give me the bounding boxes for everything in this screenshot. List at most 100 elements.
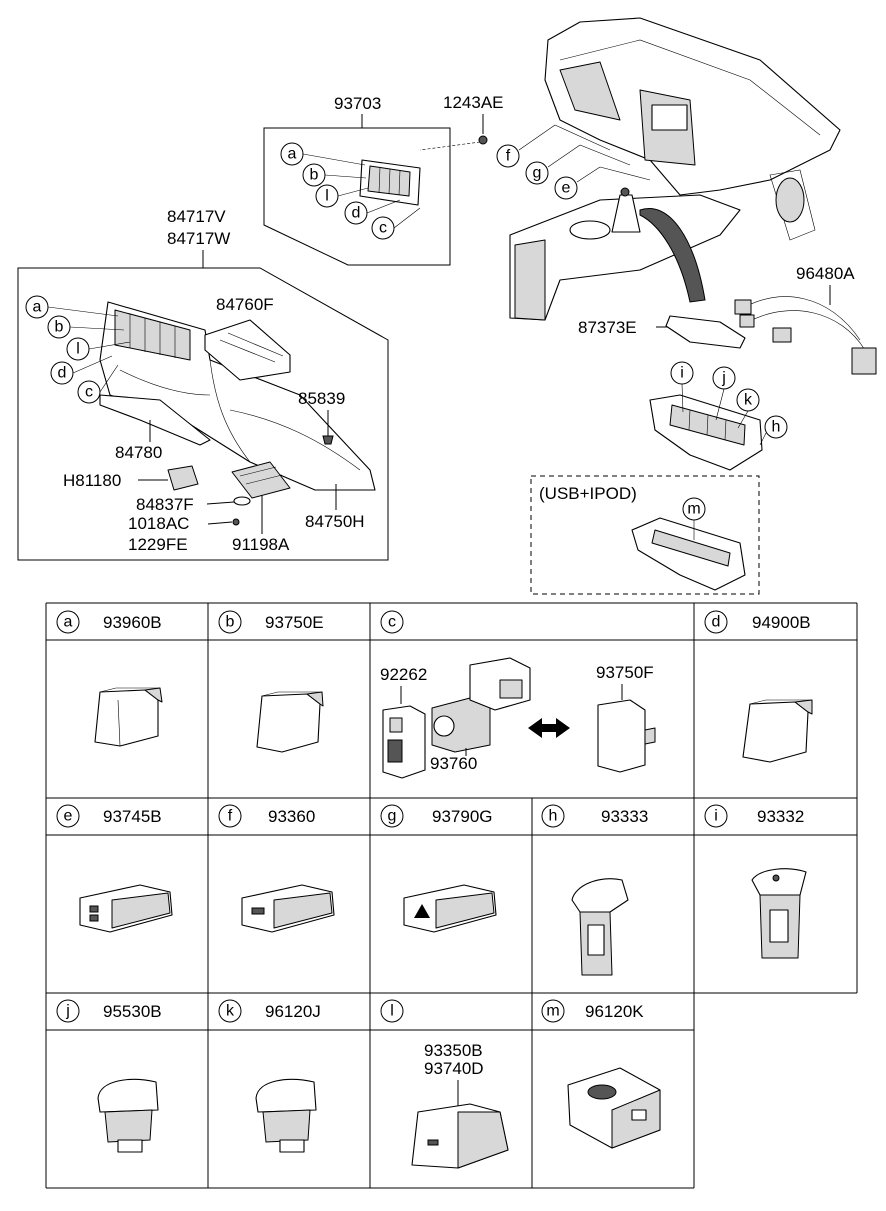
clip-84837F-icon [233, 496, 251, 506]
part-label-91198A: 91198A [232, 535, 290, 554]
switch-m-usb-icon [567, 1067, 661, 1149]
cell-f-part: 93360 [268, 807, 315, 826]
cell-c-letter: c [388, 614, 396, 631]
switch-e-icon [79, 884, 173, 933]
cell-a-part: 93960B [103, 613, 162, 632]
usb-ipod-variant: (USB+IPOD) m [530, 475, 760, 595]
cell-m-letter: m [546, 1003, 559, 1020]
callout-f [496, 144, 520, 168]
callout-i-letter: i [680, 365, 684, 382]
dashboard-icon [544, 17, 841, 196]
cell-b-part: 93750E [265, 613, 324, 632]
screw-small-icon [232, 518, 240, 526]
bracket-84760F-icon [204, 319, 291, 381]
part-label-84837F: 84837F [136, 495, 194, 514]
row1-headers: a 93960B b 93750E c d 94900B [56, 610, 811, 634]
cell-l-part-line2: 93740D [424, 1059, 484, 1078]
callout-c-letter: c [379, 220, 387, 237]
switch-i-icon [751, 868, 807, 959]
cell-k-letter: k [226, 1003, 235, 1020]
part-label-84780: 84780 [115, 443, 162, 462]
row1-art: 92262 93760 93750F [94, 657, 813, 779]
cell-h-letter: h [549, 808, 558, 825]
callout-g [525, 161, 549, 185]
switch-a-icon [94, 687, 163, 747]
switch-d-icon [742, 699, 813, 763]
callout-h [764, 415, 788, 439]
callout-a-letter: a [288, 146, 297, 163]
dashboard-console-art: f g e [496, 17, 841, 321]
cell-j-letter: j [65, 1003, 70, 1020]
part-label-93703: 93703 [334, 94, 381, 113]
cell-c-part-93750F: 93750F [596, 663, 654, 682]
cell-d-part: 94900B [752, 613, 811, 632]
part-label-1243AE: 1243AE [443, 93, 504, 112]
callout-l-letter: l [325, 188, 329, 205]
mat-icon [665, 315, 746, 349]
callout-c-2-letter: c [85, 384, 93, 401]
parts-table [45, 602, 858, 1189]
arrow-icon [639, 208, 706, 303]
screw-1243AE: 1243AE [419, 93, 504, 151]
switch-93750F-icon [597, 699, 656, 773]
callout-h-letter: h [772, 419, 781, 436]
cell-c-part-93760: 93760 [430, 754, 477, 773]
row3-headers: j 95530B k 96120J l m 96120K [56, 999, 644, 1023]
switch-l-icon [411, 1103, 509, 1169]
callout-b-2-letter: b [55, 319, 64, 336]
switch-f-icon [241, 884, 335, 933]
cell-g-letter: g [388, 808, 397, 825]
cell-c-part-92262: 92262 [380, 665, 427, 684]
switch-93760-icon [431, 657, 531, 753]
cell-k-part: 96120J [265, 1002, 321, 1021]
callout-a-2-letter: a [33, 299, 42, 316]
callout-j-letter: j [721, 370, 726, 387]
row2-headers: e 93745B f 93360 g 93790G h 93333 i 9333… [56, 804, 804, 828]
callout-f-letter: f [506, 148, 511, 165]
switch-92262-icon [382, 705, 426, 779]
callout-m-letter: m [687, 501, 700, 518]
part-label-84717V: 84717V [167, 207, 226, 226]
part-label-96480A: 96480A [796, 264, 855, 283]
cell-l-letter: l [390, 1003, 394, 1020]
part-label-1018AC: 1018AC [128, 514, 189, 533]
cell-h-part: 93333 [601, 807, 648, 826]
cell-m-part: 96120K [585, 1002, 644, 1021]
clip-icon [322, 435, 334, 445]
part-label-H81180: H81180 [63, 471, 121, 490]
cell-g-part: 93790G [432, 807, 493, 826]
connector-large-icon [851, 347, 877, 375]
cell-d-letter: d [712, 614, 721, 631]
switch-h-icon [571, 878, 629, 976]
callout-b-letter: b [310, 167, 319, 184]
double-arrow-icon [528, 718, 570, 738]
switch-k-icon [255, 1078, 317, 1153]
cell-i-letter: i [714, 808, 718, 825]
callout-d-2-letter: d [58, 365, 67, 382]
callout-l-2-letter: l [76, 341, 80, 358]
callout-k-letter: k [744, 392, 753, 409]
cell-e-part: 93745B [103, 807, 162, 826]
harness-96480A: 96480A [734, 264, 877, 375]
mat-87373E: 87373E [578, 315, 746, 349]
callout-e [554, 176, 578, 200]
cell-l-part-line1: 93350B [424, 1041, 483, 1060]
console-switch-panel: i j k h [649, 361, 788, 471]
switch-g-hazard-icon [403, 884, 497, 933]
row2-art [79, 868, 807, 976]
callout-d-letter: d [352, 205, 361, 222]
callout-e-letter: e [562, 180, 571, 197]
cell-a-letter: a [64, 614, 73, 631]
screw-icon [478, 135, 488, 145]
cell-f-letter: f [228, 808, 233, 825]
usb-ipod-label: (USB+IPOD) [539, 484, 637, 503]
callout-g-letter: g [533, 165, 542, 182]
cell-b-letter: b [226, 614, 235, 631]
part-label-84750H: 84750H [305, 512, 365, 531]
bracket-H81180-icon [167, 465, 199, 491]
cell-i-part: 93332 [757, 807, 804, 826]
lower-crash-pad-icon [99, 301, 376, 491]
row3-art: 93350B 93740D [97, 1041, 661, 1169]
connector-icon [734, 299, 752, 315]
